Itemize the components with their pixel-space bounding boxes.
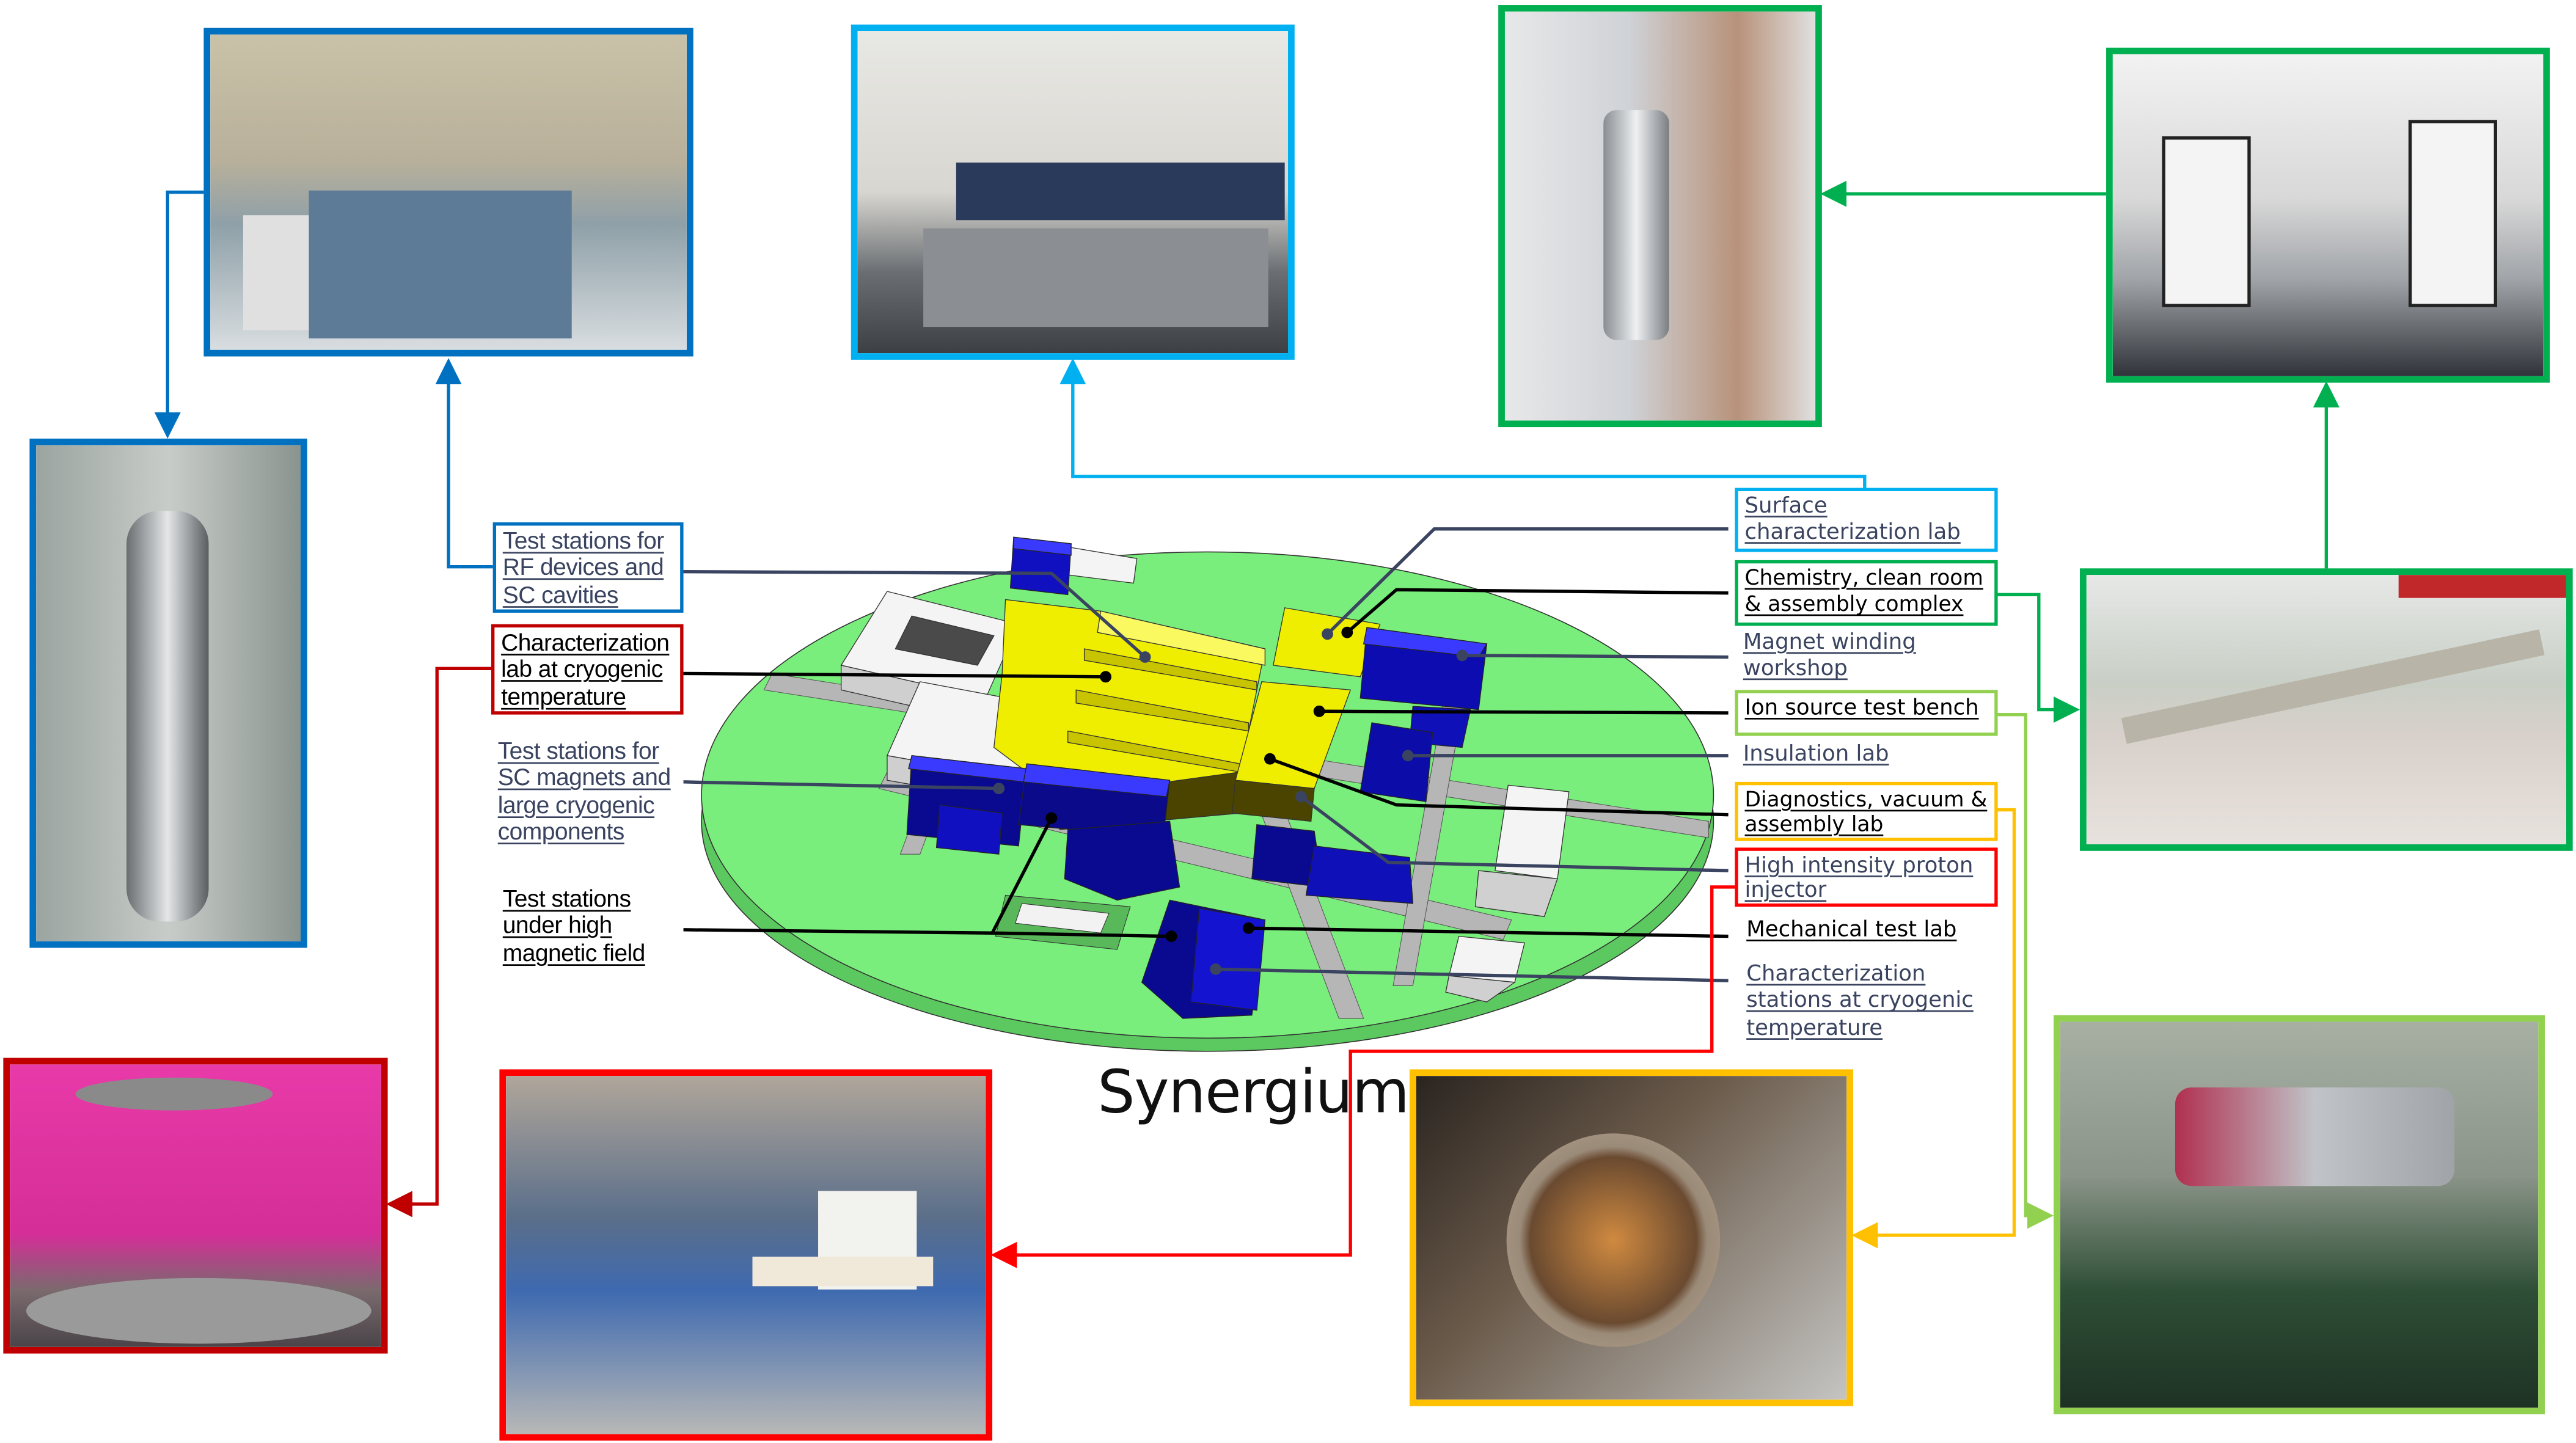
- yellow-buildings: [993, 599, 1381, 830]
- surface-lab-photo: [851, 24, 1295, 360]
- label-insulation-lab: Insulation lab: [1743, 742, 1889, 767]
- leader-char-lab: [683, 671, 1106, 679]
- connector-hipi: [990, 885, 1735, 1268]
- label-characterization-lab: Characterization lab at cryogenic temper…: [491, 624, 684, 715]
- leader-lines: [683, 527, 1729, 982]
- connector-rf-cavity: [154, 190, 204, 439]
- leader-char-stations: [1215, 967, 1729, 982]
- label-sc-magnet-test-stations: Test stations for SC magnets and large c…: [497, 739, 671, 847]
- connector-chemistry: [1996, 593, 2080, 723]
- proton-injector-photo: [499, 1069, 993, 1441]
- label-high-field-test-stations: Test stations under high magnetic field: [502, 886, 646, 968]
- label-mechanical-test-lab: Mechanical test lab: [1746, 918, 1957, 943]
- rf-test-hall-photo: [203, 27, 693, 357]
- connector-char-lab: [386, 667, 493, 1218]
- photo-connectors: [154, 180, 2340, 1268]
- connector-surface: [1059, 358, 1867, 488]
- clean-room-cabinet-photo: [1498, 5, 1822, 428]
- label-magnet-winding: Magnet winding workshop: [1743, 630, 1916, 682]
- cryogenic-sample-holder-photo: [3, 1058, 388, 1354]
- label-proton-injector: High intensity proton injector: [1735, 847, 1998, 907]
- leader-hipi: [1300, 795, 1729, 872]
- ion-source-bench-photo: [2054, 1015, 2545, 1415]
- leader-rf: [683, 570, 1146, 659]
- robot-arms-photo: [2106, 47, 2550, 383]
- white-buildings: [840, 546, 1570, 1003]
- blue-buildings: [906, 536, 1488, 1019]
- leader-surface: [1326, 527, 1729, 635]
- connector-rf: [435, 358, 493, 569]
- label-rf-test-stations: Test stations for RF devices and SC cavi…: [492, 522, 684, 613]
- leader-sc-magnets: [683, 780, 999, 791]
- leader-mechanical: [1248, 926, 1729, 938]
- connector-ion-source: [1996, 712, 2054, 1229]
- leader-dots: [993, 626, 1468, 975]
- label-ion-source: Ion source test bench: [1735, 690, 1998, 736]
- beamline-tubes-photo: [2080, 568, 2573, 851]
- leader-magnet-winding: [1462, 654, 1729, 659]
- vacuum-chamber-photo: [1409, 1069, 1853, 1406]
- label-diagnostics-lab: Diagnostics, vacuum & assembly lab: [1735, 781, 1998, 841]
- leader-chemistry: [1346, 588, 1729, 634]
- leader-diagnostics: [1269, 757, 1729, 817]
- connector-diagnostics: [1851, 808, 2016, 1249]
- label-surface-lab: Surface characterization lab: [1735, 488, 1998, 552]
- diagram-title: Synergium: [1097, 1059, 1410, 1127]
- leader-ion-source: [1319, 709, 1729, 715]
- label-characterization-stations: Characterization stations at cryogenic t…: [1746, 962, 1974, 1042]
- label-chemistry-complex: Chemistry, clean room & assembly complex: [1735, 560, 1998, 626]
- sc-cavity-insert-photo: [29, 438, 307, 948]
